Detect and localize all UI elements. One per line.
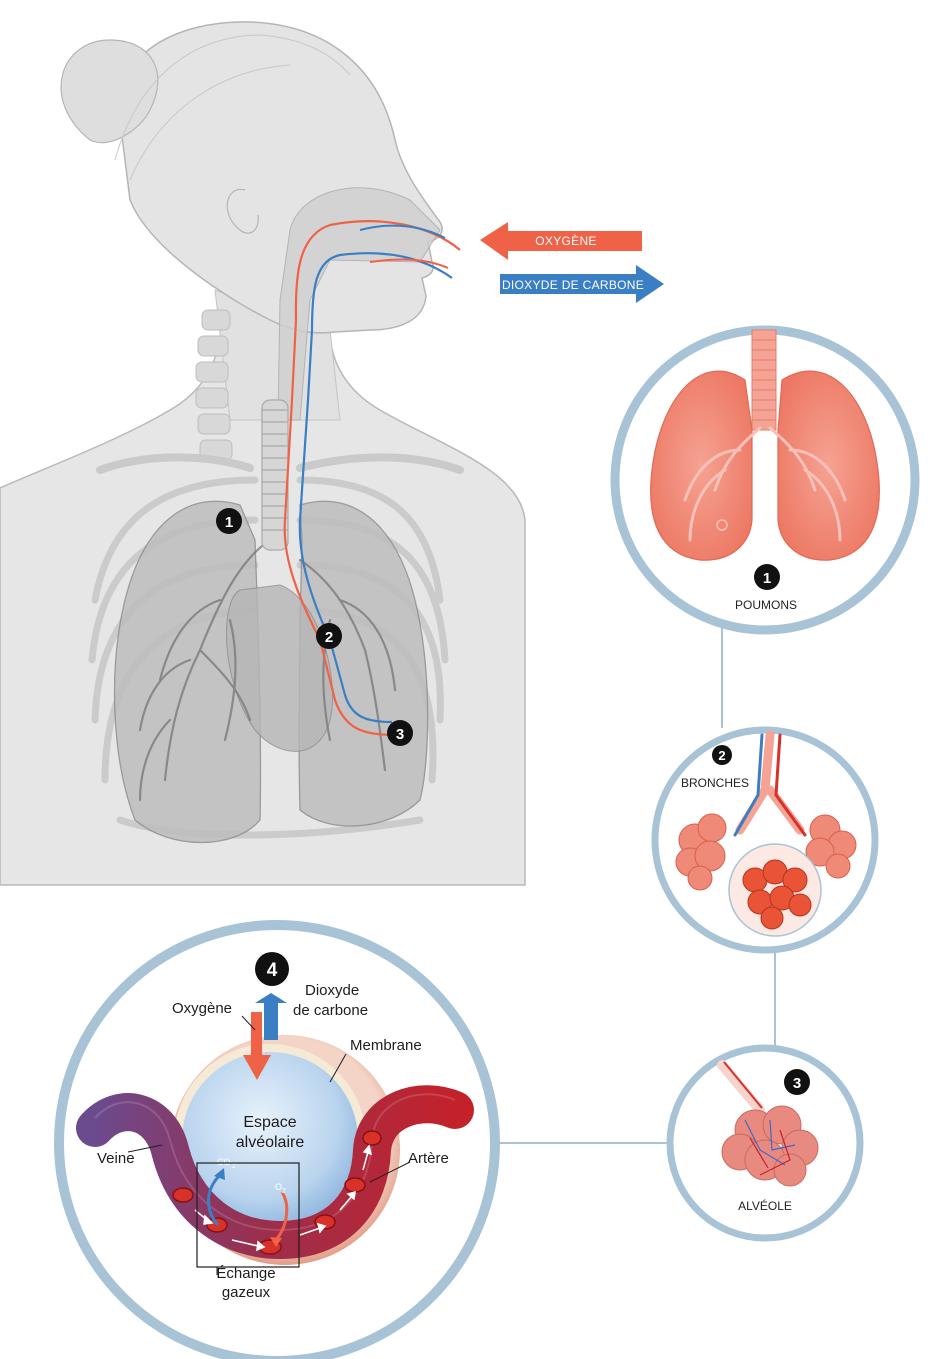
vein-label: Veine (97, 1150, 135, 1167)
marker-3: 3 (387, 720, 413, 746)
svg-text:3: 3 (793, 1075, 801, 1092)
bronchi-panel: 2 BRONCHES (655, 730, 875, 950)
svg-text:DIOXYDE DE CARBONE: DIOXYDE DE CARBONE (502, 278, 644, 292)
marker-2: 2 (316, 623, 342, 649)
svg-text:2: 2 (282, 1188, 286, 1195)
oxygen-arrow: OXYGÈNE (480, 222, 642, 260)
svg-text:3: 3 (396, 726, 404, 743)
alveolus-label: ALVÉOLE (738, 1198, 792, 1213)
svg-text:O: O (275, 1182, 282, 1192)
artery-label: Artère (408, 1150, 449, 1167)
svg-text:2: 2 (718, 748, 725, 763)
svg-text:2: 2 (325, 629, 333, 646)
alveolus-panel: 3 ALVÉOLE (670, 1048, 860, 1238)
alveolar-space-label-2: alvéolaire (236, 1134, 305, 1151)
oxygen-label: Oxygène (172, 1000, 232, 1017)
gas-exchange-panel: CO 2 O 2 4 Oxygène Dioxyde de carbone Me… (59, 925, 495, 1359)
lungs-panel: 1 POUMONS (615, 330, 915, 630)
svg-text:1: 1 (763, 570, 771, 587)
svg-text:2: 2 (232, 1163, 236, 1170)
co2-label-line2: de carbone (293, 1002, 368, 1019)
human-torso-illustration (0, 22, 525, 885)
alveolar-space-label-1: Espace (243, 1114, 296, 1131)
gas-exchange-label-2: gazeux (222, 1284, 271, 1301)
bronchi-label: BRONCHES (681, 776, 749, 790)
co2-label-line1: Dioxyde (305, 982, 359, 999)
svg-text:OXYGÈNE: OXYGÈNE (535, 233, 596, 248)
marker-1: 1 (216, 508, 242, 534)
gas-exchange-label-1: Échange (216, 1265, 275, 1282)
lungs-label: POUMONS (735, 598, 797, 612)
co2-arrow: DIOXYDE DE CARBONE (500, 265, 664, 303)
svg-text:1: 1 (225, 514, 233, 531)
svg-text:CO: CO (217, 1157, 231, 1167)
membrane-label: Membrane (350, 1037, 422, 1054)
svg-text:4: 4 (267, 960, 278, 981)
